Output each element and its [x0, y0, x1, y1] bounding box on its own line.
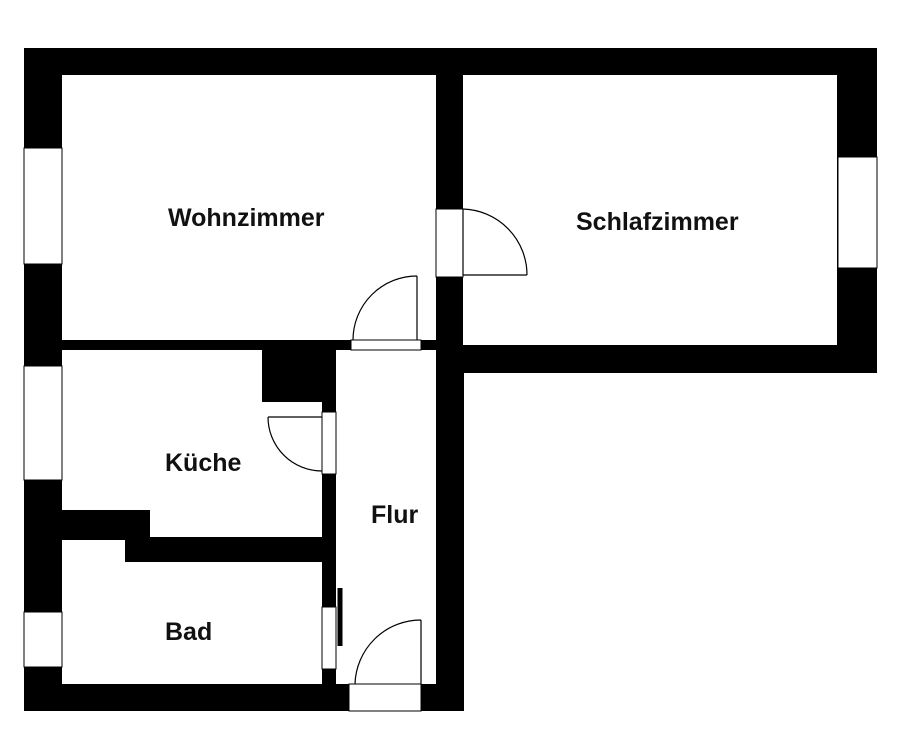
- label-bad: Bad: [165, 618, 212, 646]
- window-bad-left: [23, 611, 63, 668]
- room-flur-floor: [336, 350, 436, 684]
- room-kueche-floor: [62, 350, 322, 537]
- window-wohnzimmer-left: [23, 147, 63, 265]
- doorway-wohnzimmer: [350, 339, 422, 351]
- label-schlafzimmer: Schlafzimmer: [576, 208, 739, 236]
- door-openings: [321, 208, 464, 712]
- doorway-kueche: [321, 411, 337, 475]
- window-schlafzimmer-right: [837, 156, 878, 269]
- room-wohnzimmer-floor: [62, 75, 436, 340]
- door-schlafzimmer-swing: [462, 208, 528, 276]
- door-wohnzimmer-swing: [352, 275, 418, 341]
- room-bad-floor: [62, 540, 322, 684]
- label-kueche: Küche: [165, 449, 242, 477]
- doorway-schlafzimmer: [435, 208, 464, 278]
- room-labels: Wohnzimmer Schlafzimmer Küche Flur Bad: [165, 204, 739, 646]
- label-flur: Flur: [371, 501, 418, 529]
- windows: [23, 147, 878, 668]
- label-wohnzimmer: Wohnzimmer: [168, 204, 325, 232]
- window-kueche-left: [23, 365, 63, 481]
- door-swings: [267, 208, 528, 685]
- room-interiors: [62, 75, 837, 684]
- door-entrance-swing: [354, 619, 422, 685]
- door-kueche-swing: [267, 416, 323, 472]
- doorway-bad: [321, 606, 337, 670]
- room-schlafzimmer-floor: [463, 75, 837, 345]
- doorway-entrance: [348, 683, 422, 712]
